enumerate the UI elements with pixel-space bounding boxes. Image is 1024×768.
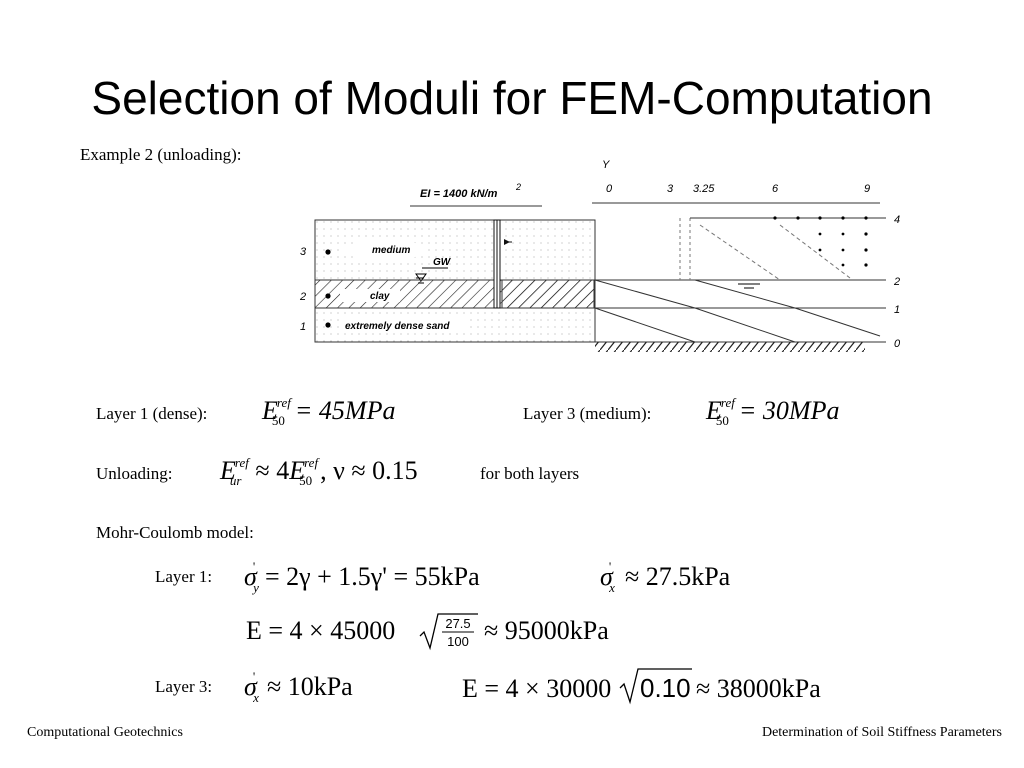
- slide-title: Selection of Moduli for FEM-Computation: [91, 72, 933, 124]
- x-tick-6: 6: [772, 183, 779, 195]
- mc-layer3-eq2b: ≈ 38000kPa: [696, 674, 821, 703]
- footer-left: Computational Geotechnics: [27, 725, 183, 740]
- mc-layer1-eq1-rest: = 2γ + 1.5γ' = 55kPa: [264, 562, 480, 591]
- soil-profile-diagram: EI = 1400 kN/m 2 Y 0 3 3.25 6 9 medium G…: [299, 159, 901, 352]
- symbol-e: E: [706, 396, 722, 425]
- stiffness-exponent: 2: [515, 182, 521, 192]
- unloading-label: Unloading:: [96, 464, 173, 483]
- unloading-expr-a: ≈ 4: [255, 456, 290, 485]
- layer3-modulus-eq: Eref 50 = 30MPa: [706, 395, 840, 428]
- sub-50: 50: [715, 413, 729, 428]
- sub-x: x: [253, 690, 259, 705]
- mc-layer1-eq3: E = 4 × 45000: [246, 616, 395, 646]
- layer-name-medium: medium: [372, 245, 410, 256]
- mc-layer1-label: Layer 1:: [155, 567, 213, 586]
- mc-layer1-eq3b: ≈ 95000kPa: [484, 616, 609, 645]
- layer-number-3: 3: [300, 246, 307, 258]
- x-tick-0: 0: [606, 183, 613, 195]
- sup-ref: ref: [304, 455, 319, 470]
- mc-layer1-eq1: σ' y = 2γ + 1.5γ' = 55kPa: [244, 559, 480, 595]
- layer3-value: = 30MPa: [738, 396, 840, 425]
- footer-right: Determination of Soil Stiffness Paramete…: [761, 725, 1002, 740]
- sub-x: x: [609, 580, 615, 595]
- x-tick-9: 9: [864, 183, 870, 195]
- prime: ': [252, 559, 256, 574]
- layer1-label: Layer 1 (dense):: [96, 404, 208, 423]
- unloading-suffix: for both layers: [480, 464, 580, 483]
- unloading-eq: Erefur≈ 4Eref50, ν ≈ 0.15: [220, 455, 418, 488]
- layer1-value: = 45MPa: [294, 396, 396, 425]
- x-tick-3-25: 3.25: [693, 183, 715, 195]
- layer-name-clay: clay: [370, 291, 390, 302]
- layer-name-dense-sand: extremely dense sand: [345, 321, 450, 332]
- level-label-0: 0: [894, 338, 901, 350]
- layer-number-2: 2: [299, 291, 306, 303]
- level-label-2: 2: [893, 276, 900, 288]
- mc-layer3-label: Layer 3:: [155, 677, 213, 696]
- sqrt-value: 0.10: [640, 673, 691, 703]
- mc-layer1-eq2: σ' x ≈ 27.5kPa: [600, 559, 731, 595]
- stiffness-label: EI = 1400 kN/m: [420, 188, 498, 200]
- axis-y-label: Y: [602, 159, 610, 171]
- level-label-4: 4: [894, 214, 900, 226]
- mc-layer3-eq1: σ' x ≈ 10kPa: [244, 669, 353, 705]
- symbol-e: E: [289, 456, 306, 485]
- mc-layer3-eq1-rest: ≈ 10kPa: [266, 672, 353, 701]
- frac-numerator: 27.5: [445, 616, 470, 631]
- sub-ur: ur: [229, 473, 242, 488]
- gw-label: GW: [433, 257, 452, 268]
- unloading-expr-b: , ν ≈ 0.15: [320, 456, 418, 485]
- sqrt-symbol: 0.10: [619, 668, 692, 705]
- mohr-coulomb-heading: Mohr-Coulomb model:: [96, 523, 254, 542]
- sigma: σ: [244, 562, 257, 591]
- mc-layer1-eq2-rest: ≈ 27.5kPa: [624, 562, 731, 591]
- sup-ref: ref: [720, 395, 735, 410]
- sigma: σ: [244, 672, 257, 701]
- sigma: σ: [600, 562, 613, 591]
- layer3-label: Layer 3 (medium):: [523, 404, 652, 423]
- sup-ref: ref: [276, 395, 291, 410]
- sub-50: 50: [271, 413, 285, 428]
- x-tick-3: 3: [667, 183, 674, 195]
- frac-denominator: 100: [447, 634, 469, 649]
- sub-y: y: [253, 580, 259, 595]
- sup-ref: ref: [234, 455, 249, 470]
- symbol-e: E: [220, 456, 236, 485]
- sqrt-fraction: 27.5 100: [419, 613, 478, 651]
- mc-layer3-eq2a: E = 4 × 30000: [462, 674, 612, 703]
- prime: ': [608, 559, 612, 574]
- example-label: Example 2 (unloading):: [80, 145, 242, 164]
- prime: ': [252, 669, 256, 684]
- sub-50: 50: [299, 473, 313, 488]
- mc-layer1-eq3a: E = 4 × 45000: [246, 616, 396, 645]
- layer1-modulus-eq: Eref 50 = 45MPa: [262, 395, 396, 428]
- layer-number-1: 1: [300, 321, 306, 333]
- symbol-e: E: [262, 396, 278, 425]
- level-label-1: 1: [894, 304, 900, 316]
